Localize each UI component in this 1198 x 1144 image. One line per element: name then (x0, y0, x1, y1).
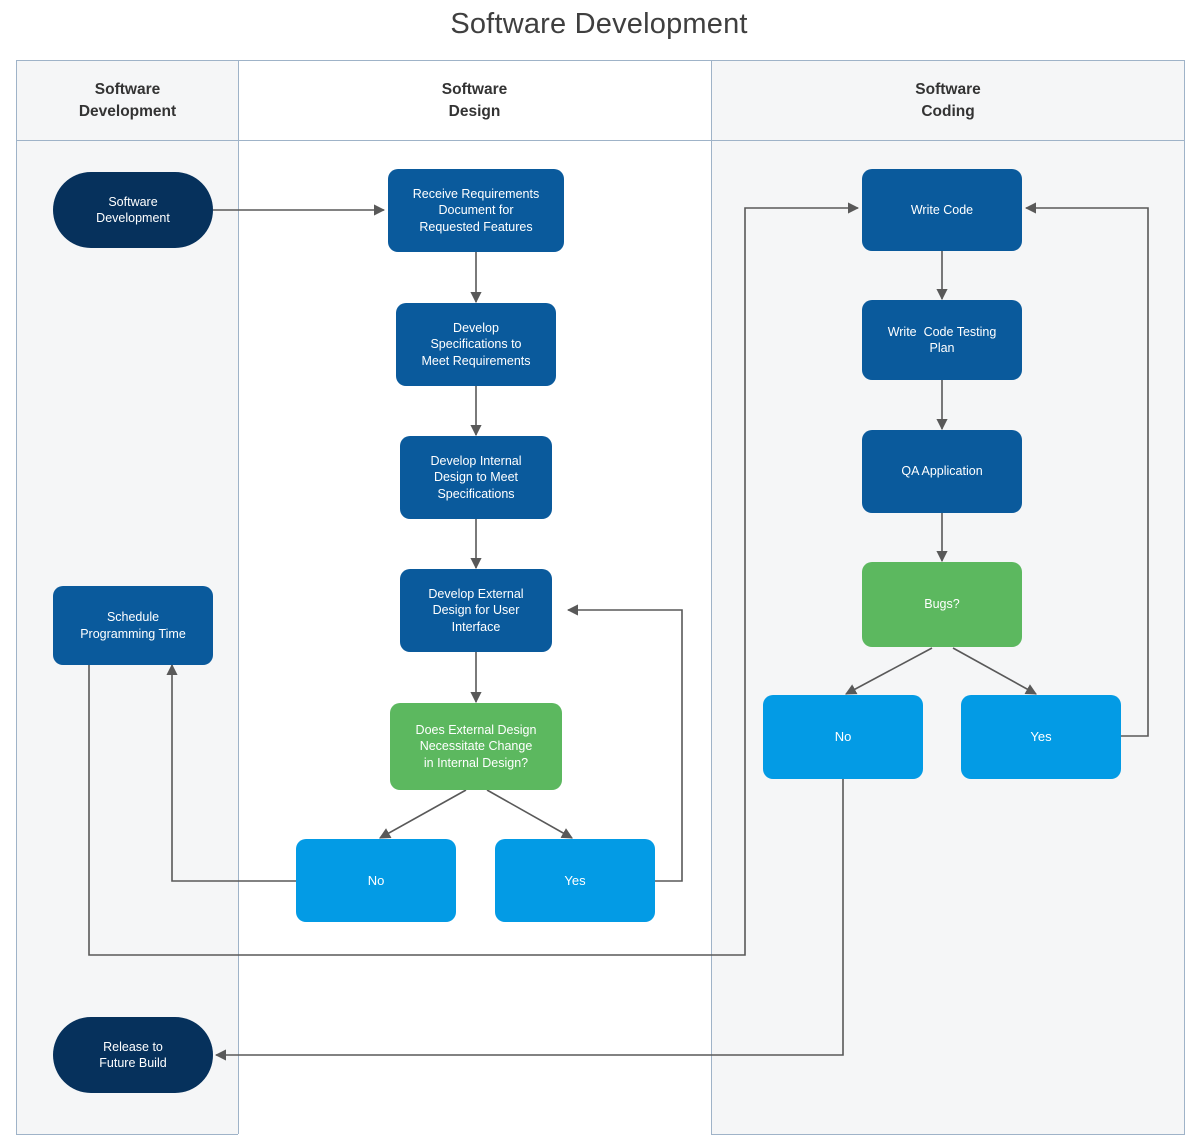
node-bugs-answer-yes[interactable]: Yes (961, 695, 1121, 779)
edge-decision-to-design-yes (486, 789, 573, 839)
page-title: Software Development (450, 8, 748, 40)
edge-bugs-to-yes (952, 647, 1037, 695)
lane-title-coding-line2: Coding (921, 103, 975, 120)
node-develop-specifications-label: Develop Specifications to Meet Requireme… (421, 320, 531, 368)
node-design-answer-no-label: No (367, 872, 385, 888)
node-qa-application-label: QA Application (901, 464, 983, 479)
node-bugs-answer-yes-label: Yes (1030, 729, 1052, 745)
lane-divider-1 (238, 61, 239, 1134)
node-qa-application[interactable]: QA Application (862, 430, 1022, 513)
node-schedule-programming-time[interactable]: Schedule Programming Time (53, 586, 213, 665)
lane-title-coding: Software Coding (711, 61, 1185, 141)
node-release-to-future-build[interactable]: Release to Future Build (53, 1017, 213, 1093)
swimlane-header-band (17, 61, 1184, 141)
node-develop-external-design-label: Develop External Design for User Interfa… (428, 586, 524, 634)
node-release-to-future-build-label: Release to Future Build (99, 1039, 167, 1071)
edge-bugs-yes-to-write-code (1024, 202, 1149, 737)
node-design-decision[interactable]: Does External Design Necessitate Change … (390, 703, 562, 790)
edge-bugs-to-no (845, 647, 933, 695)
node-bugs-decision[interactable]: Bugs? (862, 562, 1022, 647)
node-bugs-decision-label: Bugs? (924, 597, 960, 612)
lane-title-development-line2: Development (78, 103, 177, 120)
node-write-code-testing-plan[interactable]: Write Code Testing Plan (862, 300, 1022, 380)
edge-design-no-to-schedule (166, 663, 296, 882)
lane-title-development: Software Development (17, 61, 238, 141)
lane-title-development-line1: Software (94, 80, 161, 98)
node-design-answer-no[interactable]: No (296, 839, 456, 922)
node-software-development-start-label: Software Development (96, 194, 170, 226)
node-develop-external-design[interactable]: Develop External Design for User Interfa… (400, 569, 552, 652)
node-receive-requirements-label: Receive Requirements Document for Reques… (412, 186, 540, 234)
node-design-answer-yes[interactable]: Yes (495, 839, 655, 922)
swimlane-header-design (238, 61, 711, 140)
lane-title-design-line1: Software (441, 80, 508, 98)
node-develop-specifications[interactable]: Develop Specifications to Meet Requireme… (396, 303, 556, 386)
node-design-answer-yes-label: Yes (564, 872, 586, 888)
lane-divider-2 (711, 61, 712, 1134)
edge-decision-to-design-no (379, 789, 467, 839)
node-write-code[interactable]: Write Code (862, 169, 1022, 251)
node-software-development-start[interactable]: Software Development (53, 172, 213, 248)
edge-design-yes-to-external (566, 604, 683, 882)
node-write-code-testing-plan-label: Write Code Testing Plan (887, 324, 997, 356)
node-develop-internal-design[interactable]: Develop Internal Design to Meet Specific… (400, 436, 552, 519)
edge-bugs-no-to-release (214, 779, 844, 1061)
node-bugs-answer-no-label: No (834, 729, 852, 745)
node-receive-requirements[interactable]: Receive Requirements Document for Reques… (388, 169, 564, 252)
node-bugs-answer-no[interactable]: No (763, 695, 923, 779)
node-design-decision-label: Does External Design Necessitate Change … (415, 722, 537, 770)
lane-title-design: Software Design (238, 61, 711, 141)
lane-title-design-line2: Design (448, 103, 501, 120)
node-develop-internal-design-label: Develop Internal Design to Meet Specific… (430, 453, 522, 501)
node-write-code-label: Write Code (910, 202, 974, 217)
node-schedule-programming-time-label: Schedule Programming Time (80, 610, 186, 641)
edge-schedule-to-write-code (88, 202, 860, 956)
lane-title-coding-line1: Software (915, 80, 981, 98)
